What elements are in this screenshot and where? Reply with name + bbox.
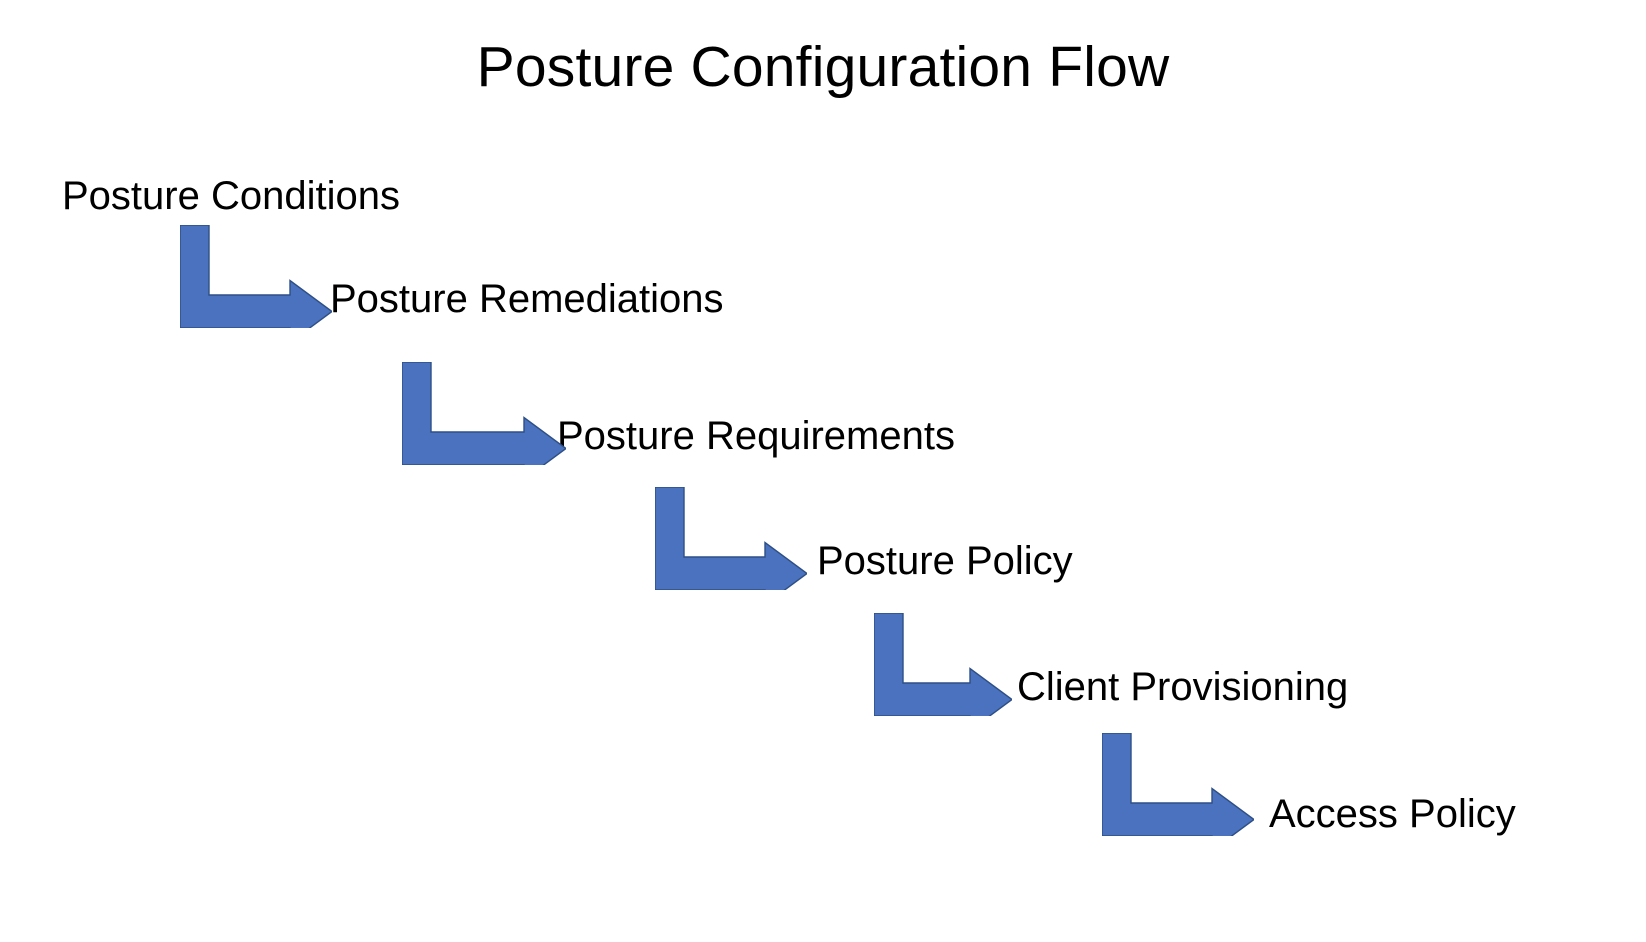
flow-step-access-policy: Access Policy [1269, 792, 1516, 836]
flow-step-client-provisioning: Client Provisioning [1017, 665, 1349, 709]
page-title: Posture Configuration Flow [476, 35, 1170, 99]
arrow-shape [180, 225, 332, 328]
flow-step-posture-requirements: Posture Requirements [557, 414, 955, 458]
elbow-arrow-icon [1102, 733, 1254, 836]
arrow-shape [655, 487, 807, 590]
arrow-shape [402, 362, 566, 465]
elbow-arrow-icon [402, 362, 566, 465]
arrow-shape [874, 613, 1012, 716]
flow-step-posture-conditions: Posture Conditions [62, 174, 400, 218]
arrow-shape [1102, 733, 1254, 836]
elbow-arrow-icon [874, 613, 1012, 716]
elbow-arrow-icon [655, 487, 807, 590]
flow-step-posture-policy: Posture Policy [817, 539, 1073, 583]
flow-step-posture-remediations: Posture Remediations [330, 277, 724, 321]
elbow-arrow-icon [180, 225, 332, 328]
